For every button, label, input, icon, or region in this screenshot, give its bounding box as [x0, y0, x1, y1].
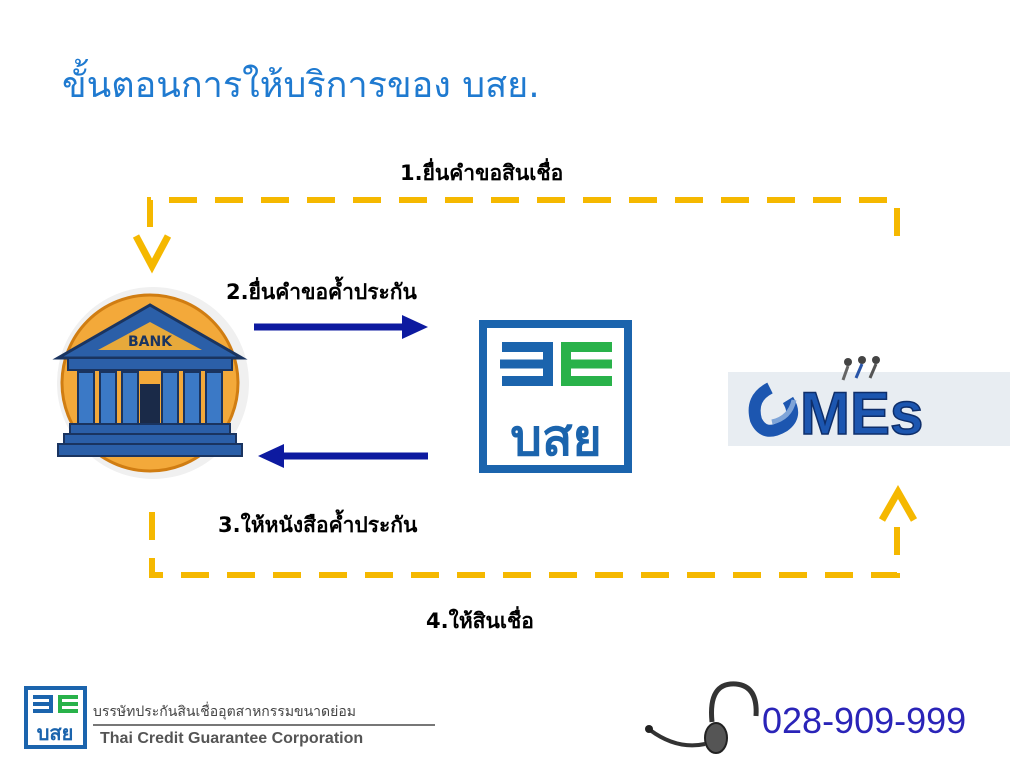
arrowhead-up	[878, 484, 918, 522]
step-1-label: 1.ยื่นคำขอสินเชื่อ	[400, 161, 564, 185]
step-3-label: 3.ให้หนังสือค้ำประกัน	[218, 513, 418, 537]
smes-logo: MEs	[728, 356, 1010, 448]
tcg-logo-text: บสย	[510, 409, 602, 467]
page-title: ขั้นตอนการให้บริการของ บสย.	[62, 65, 540, 106]
dashed-path-top	[147, 197, 900, 236]
org-divider	[93, 724, 435, 726]
dashed-path-bottom	[149, 512, 900, 578]
step-2-label: 2.ยื่นคำขอค้ำประกัน	[226, 280, 417, 304]
smes-text: MEs	[800, 380, 923, 447]
step-4-label: 4.ให้สินเชื่อ	[426, 609, 534, 633]
phone-number: 028-909-999	[762, 700, 967, 741]
org-name-english: Thai Credit Guarantee Corporation	[100, 730, 364, 747]
arrowhead-down	[132, 234, 172, 274]
arrow-left	[258, 444, 428, 468]
bank-label: BANK	[128, 334, 173, 350]
footer-tcg-logo: บสย	[24, 686, 87, 749]
org-name-thai: บรรษัทประกันสินเชื่ออุตสาหกรรมขนาดย่อม	[93, 704, 356, 720]
arrow-right	[254, 315, 428, 339]
headset-icon	[645, 681, 759, 754]
tcg-logo: บสย	[479, 320, 632, 473]
footer-logo-text: บสย	[37, 721, 74, 745]
bank-icon: BANK	[52, 287, 249, 479]
